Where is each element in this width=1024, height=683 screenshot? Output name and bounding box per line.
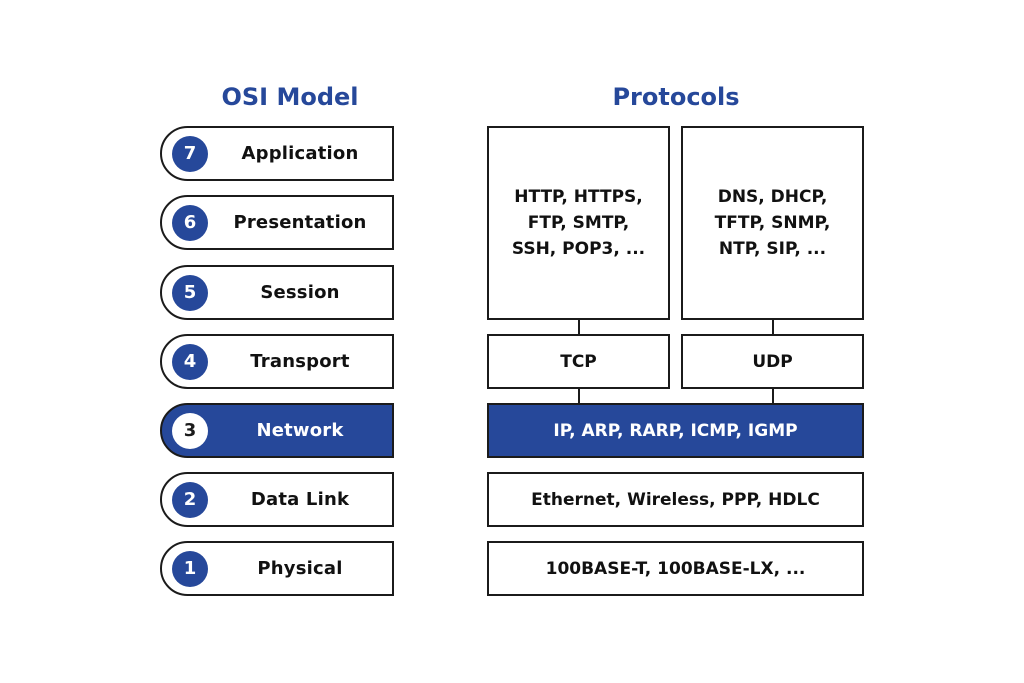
physical-protocols-text: 100BASE-T, 100BASE-LX, ...	[545, 558, 806, 579]
protocols-title: Protocols	[612, 83, 740, 111]
layer-presentation: 6 Presentation	[160, 195, 394, 250]
layer-number-badge: 1	[172, 551, 208, 587]
layer-number-badge: 6	[172, 205, 208, 241]
layer-session: 5 Session	[160, 265, 394, 320]
layer-number-badge: 2	[172, 482, 208, 518]
layer-number-badge: 5	[172, 275, 208, 311]
layer-physical: 1 Physical	[160, 541, 394, 596]
layer-transport: 4 Transport	[160, 334, 394, 389]
layer-label: Transport	[250, 351, 350, 372]
network-protocols-box: IP, ARP, RARP, ICMP, IGMP	[487, 403, 864, 458]
tcp-label: TCP	[560, 351, 597, 372]
network-protocols-text: IP, ARP, RARP, ICMP, IGMP	[553, 420, 798, 441]
layer-label: Session	[260, 282, 340, 303]
layer-number-badge: 3	[172, 413, 208, 449]
layer-label: Application	[241, 143, 359, 164]
app-tcp-protocols-box: HTTP, HTTPS, FTP, SMTP, SSH, POP3, ...	[487, 126, 670, 320]
app-tcp-protocols-text: HTTP, HTTPS, FTP, SMTP, SSH, POP3, ...	[511, 187, 646, 259]
udp-label: UDP	[752, 351, 793, 372]
layer-data-link: 2 Data Link	[160, 472, 394, 527]
layer-network: 3 Network	[160, 403, 394, 458]
layer-label: Physical	[257, 558, 343, 579]
udp-network-connector-line	[772, 388, 774, 404]
layer-label: Network	[256, 420, 344, 441]
layer-number-badge: 4	[172, 344, 208, 380]
tcp-box: TCP	[487, 334, 670, 389]
tcp-connector-line	[578, 319, 580, 335]
layer-application: 7 Application	[160, 126, 394, 181]
data-link-protocols-text: Ethernet, Wireless, PPP, HDLC	[531, 489, 820, 510]
tcp-network-connector-line	[578, 388, 580, 404]
layer-number-badge: 7	[172, 136, 208, 172]
udp-box: UDP	[681, 334, 864, 389]
data-link-protocols-box: Ethernet, Wireless, PPP, HDLC	[487, 472, 864, 527]
layer-label: Presentation	[233, 212, 367, 233]
layer-label: Data Link	[250, 489, 350, 510]
osi-model-title: OSI Model	[221, 83, 359, 111]
app-udp-protocols-box: DNS, DHCP, TFTP, SNMP, NTP, SIP, ...	[681, 126, 864, 320]
physical-protocols-box: 100BASE-T, 100BASE-LX, ...	[487, 541, 864, 596]
app-udp-protocols-text: DNS, DHCP, TFTP, SNMP, NTP, SIP, ...	[714, 187, 831, 259]
udp-connector-line	[772, 319, 774, 335]
